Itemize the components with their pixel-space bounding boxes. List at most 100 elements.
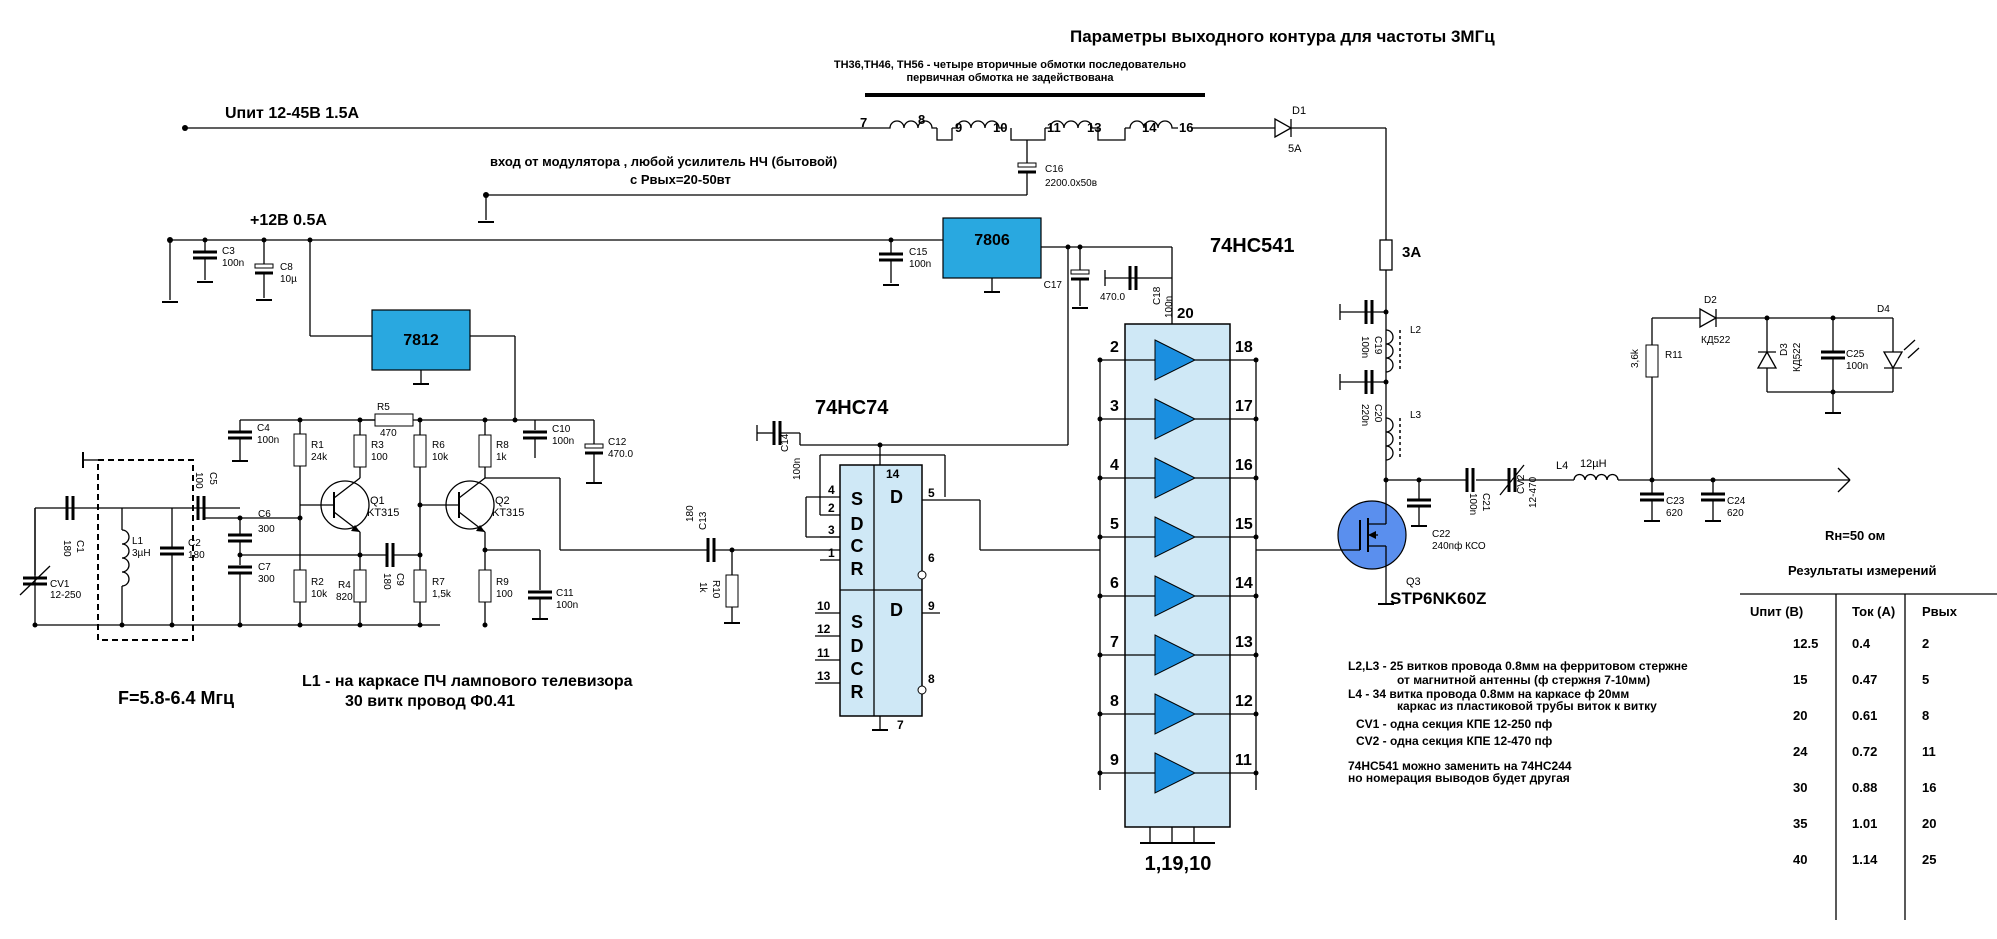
q2-label: Q2 xyxy=(495,495,510,507)
cv1-value: 12-250 xyxy=(50,590,82,601)
c10-value: 100n xyxy=(552,436,574,447)
capacitor-c8: C8 10µ xyxy=(254,240,297,301)
junction xyxy=(1253,534,1259,540)
buffer-gnd-pins: 1,19,10 xyxy=(1145,853,1212,875)
results-cell: 20 xyxy=(1922,816,1936,831)
c24-label: C24 xyxy=(1727,496,1746,507)
ff-pin-number: 1 xyxy=(828,546,835,560)
cv2-label: CV2 xyxy=(1516,474,1527,494)
oscillator-section: C1 180 CV1 12-250 L1 3µH C2 180 C5 100 C… xyxy=(19,402,633,641)
c6-label: C6 xyxy=(258,509,271,520)
c3-label: C3 xyxy=(222,246,235,257)
frequency-label: F=5.8-6.4 Мгц xyxy=(118,688,234,708)
c4-label: C4 xyxy=(257,423,270,434)
fuse xyxy=(1379,239,1393,271)
winding-notes: L2,L3 - 25 витков провода 0.8мм на ферри… xyxy=(1348,659,1688,785)
winding-pin: 16 xyxy=(1179,120,1193,135)
ff-pin-number: 4 xyxy=(828,483,835,497)
c19-label: C19 xyxy=(1372,336,1383,355)
c11-label: C11 xyxy=(556,588,574,599)
note: каркас из пластиковой трубы виток к витк… xyxy=(1397,699,1657,713)
c18-value: 100n xyxy=(1164,296,1175,318)
junction xyxy=(1097,711,1103,717)
r11-value: 3,6k xyxy=(1630,348,1641,368)
c7-label: C7 xyxy=(258,562,271,573)
d3-label: D3 xyxy=(1779,343,1790,356)
buffer-pin-right: 14 xyxy=(1235,575,1253,592)
c22-value: 240пф КСО xyxy=(1432,540,1486,552)
r6-label: R6 xyxy=(432,440,445,451)
l1-label: L1 xyxy=(132,536,144,547)
c13-value: 180 xyxy=(685,505,696,522)
buffer-pin-left: 7 xyxy=(1110,634,1119,651)
r8-label: R8 xyxy=(496,440,509,451)
ff-pin-number: 9 xyxy=(928,599,935,613)
results-title: Результаты измерений xyxy=(1788,563,1937,578)
results-cell: 25 xyxy=(1922,852,1936,867)
c1-label: C1 xyxy=(74,540,85,553)
c20-label: C20 xyxy=(1372,404,1383,423)
c24-value: 620 xyxy=(1727,508,1744,519)
capacitor-c16: C16 2200.0x50в xyxy=(1017,162,1097,189)
results-cell: 2 xyxy=(1922,636,1929,651)
buffer-triangle xyxy=(1154,752,1197,794)
transistor-q3 xyxy=(1337,480,1407,604)
results-cell: 35 xyxy=(1793,816,1807,831)
d1-value: 5A xyxy=(1288,143,1302,155)
buffer-pin-left: 5 xyxy=(1110,516,1119,533)
junction xyxy=(1097,593,1103,599)
c7-value: 300 xyxy=(258,574,275,585)
note: L4 - 34 витка провода 0.8мм на каркасе ф… xyxy=(1348,687,1629,701)
r5-label: R5 xyxy=(377,402,390,413)
ff-pin-number: 11 xyxy=(817,646,830,660)
buffer-pin-left: 8 xyxy=(1110,693,1119,710)
d2-label: D2 xyxy=(1704,295,1717,306)
l1-note-1: L1 - на каркасе ПЧ лампового телевизора xyxy=(302,673,633,690)
ff-pin-number: 12 xyxy=(817,622,831,636)
winding-pin: 11 xyxy=(1047,120,1061,135)
junction xyxy=(1253,652,1259,658)
buffer-pin-right: 18 xyxy=(1235,339,1253,356)
r8-value: 1k xyxy=(496,452,508,463)
r1-label: R1 xyxy=(311,440,324,451)
transformer-windings xyxy=(885,120,1178,141)
buffer-pin-left: 4 xyxy=(1110,457,1119,474)
flipflop-ic-label: 74HC74 xyxy=(815,397,889,419)
d3-value: КД522 xyxy=(1792,342,1803,372)
q2-value: KT315 xyxy=(492,507,524,519)
c17-label: C17 xyxy=(1044,280,1063,291)
winding-pin-labels: 7 8 9 10 11 13 14 16 xyxy=(860,112,1193,135)
r10-label: R10 xyxy=(710,580,721,599)
results-cell: 0.47 xyxy=(1852,672,1877,687)
results-cell: 20 xyxy=(1793,708,1807,723)
junction xyxy=(1097,534,1103,540)
transformer-note-2: первичная обмотка не задействована xyxy=(907,72,1115,84)
results-cell: 24 xyxy=(1793,744,1808,759)
results-cell: 15 xyxy=(1793,672,1807,687)
r3-value: 100 xyxy=(371,452,388,463)
ff-pin-top: 14 xyxy=(886,467,900,481)
q1-label: Q1 xyxy=(370,495,385,507)
diagram-title: Параметры выходного контура для частоты … xyxy=(1070,27,1495,46)
ff-sdcr-letter: C xyxy=(851,536,864,556)
results-header: Pвых xyxy=(1922,604,1958,619)
regulator-7806 xyxy=(942,217,1042,279)
modulator-input-1: вход от модулятора , любой усилитель НЧ … xyxy=(490,154,837,169)
ff-pin-number: 10 xyxy=(817,599,831,613)
c17-value: 470.0 xyxy=(1100,292,1125,303)
buffer-pin-right: 17 xyxy=(1235,398,1253,415)
results-cell: 0.88 xyxy=(1852,780,1877,795)
c25-value: 100n xyxy=(1846,361,1868,372)
buffer-pin-left: 9 xyxy=(1110,752,1119,769)
c5-label: C5 xyxy=(207,472,218,485)
capacitor-c17: C17 470.0 xyxy=(1044,247,1125,309)
buffer-vcc-pin: 20 xyxy=(1177,305,1194,322)
l4-value: 12µH xyxy=(1580,458,1607,470)
results-cell: 5 xyxy=(1922,672,1929,687)
junction xyxy=(1253,711,1259,717)
ff-sdcr-letter: R xyxy=(851,559,864,579)
r4-label: R4 xyxy=(338,580,351,591)
note: 74HC541 можно заменить на 74HC244 xyxy=(1348,759,1572,773)
